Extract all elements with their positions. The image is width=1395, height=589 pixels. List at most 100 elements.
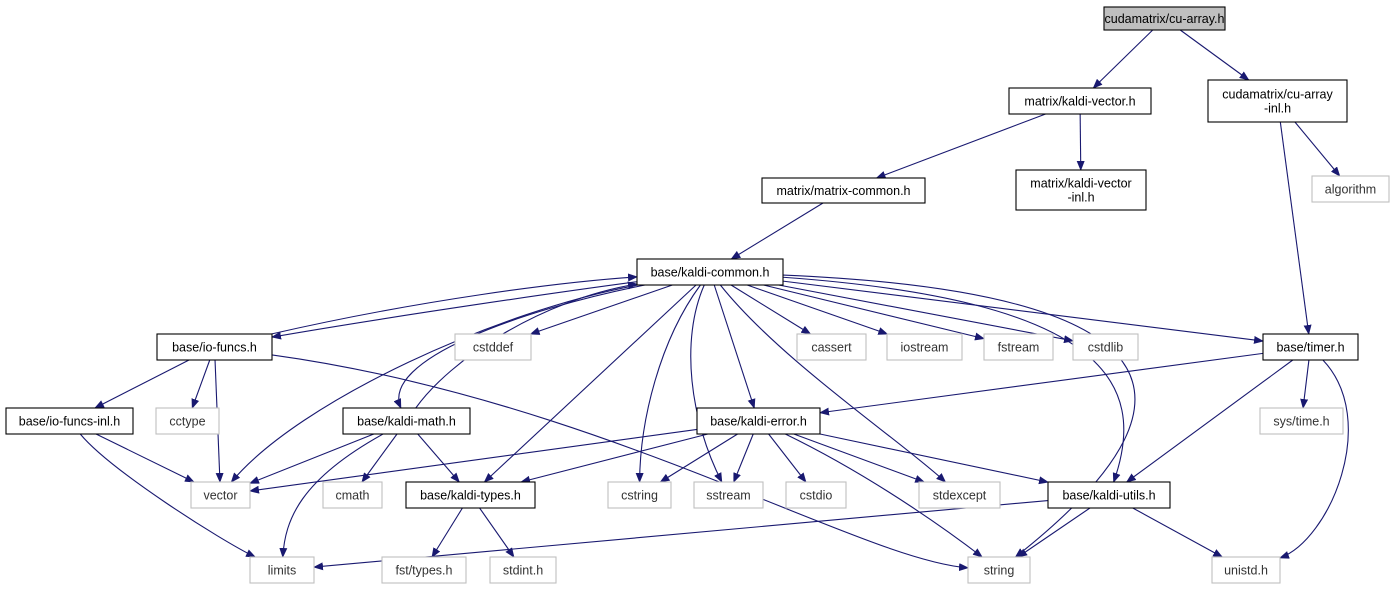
edge-kaldi-error-to-cstring [659, 433, 738, 483]
node-stdexcept: stdexcept [918, 481, 1001, 509]
node-systime: sys/time.h [1259, 407, 1344, 435]
node-label-cstddef: cstddef [473, 341, 514, 355]
node-label-cctype: cctype [169, 415, 205, 429]
node-label-unistd: unistd.h [1224, 564, 1268, 578]
edge-kaldi-math-to-vector [249, 433, 375, 484]
edge-kaldi-common-to-sstream [690, 284, 723, 483]
node-label-string: string [984, 564, 1015, 578]
node-box-kaldi-types[interactable] [405, 481, 536, 509]
node-box-io-funcs[interactable] [156, 333, 273, 361]
edge-kaldi-math-to-limits [279, 433, 384, 558]
node-label-kaldi-types: base/kaldi-types.h [420, 489, 521, 503]
edge-io-funcs-inl-to-vector [95, 433, 195, 483]
node-kaldi-error[interactable]: base/kaldi-error.h [696, 407, 821, 435]
node-matrix-common[interactable]: matrix/matrix-common.h [761, 177, 926, 204]
edge-kaldi-common-to-kaldi-types [483, 284, 697, 483]
edge-kaldi-common-to-kaldi-error [713, 284, 756, 409]
node-io-funcs[interactable]: base/io-funcs.h [156, 333, 273, 361]
edge-timer-to-kaldi-error [819, 352, 1264, 416]
node-box-kaldi-vector[interactable] [1008, 87, 1152, 115]
node-limits: limits [249, 556, 315, 584]
edge-kaldi-error-to-sstream [733, 433, 754, 483]
edge-kaldi-error-to-cstdio [768, 433, 807, 483]
node-box-stdexcept [918, 481, 1001, 509]
edge-kaldi-error-to-kaldi-utils [819, 433, 1049, 485]
edge-kaldi-common-to-string [782, 274, 1136, 558]
node-box-sstream [693, 481, 764, 509]
node-box-fst-types [381, 556, 467, 584]
node-label-io-funcs-inl: base/io-funcs-inl.h [19, 415, 120, 429]
edge-kaldi-common-to-fstream [763, 284, 985, 341]
node-label-cstring: cstring [621, 489, 658, 503]
node-box-kaldi-utils[interactable] [1047, 481, 1171, 509]
node-label-kaldi-common: base/kaldi-common.h [651, 266, 770, 280]
node-kaldi-vector[interactable]: matrix/kaldi-vector.h [1008, 87, 1152, 115]
node-label-stdexcept: stdexcept [933, 489, 987, 503]
node-label-kaldi-vector: matrix/kaldi-vector.h [1024, 95, 1135, 109]
edge-io-funcs-to-io-funcs-inl [94, 359, 190, 409]
node-box-cu-array[interactable] [1103, 6, 1226, 31]
node-box-kaldi-vector-inl[interactable] [1015, 169, 1147, 211]
edge-kaldi-math-to-cmath [361, 433, 398, 483]
node-label-matrix-common: matrix/matrix-common.h [776, 184, 910, 198]
node-cmath: cmath [322, 481, 383, 509]
node-timer[interactable]: base/timer.h [1262, 333, 1359, 361]
node-box-algorithm [1311, 175, 1390, 203]
edge-timer-to-kaldi-utils [1125, 359, 1294, 483]
edge-kaldi-utils-to-string [1017, 507, 1091, 558]
node-label-iostream: iostream [901, 341, 949, 355]
node-box-timer[interactable] [1262, 333, 1359, 361]
node-label-cstdlib: cstdlib [1088, 341, 1123, 355]
node-label-systime: sys/time.h [1273, 415, 1329, 429]
node-kaldi-types[interactable]: base/kaldi-types.h [405, 481, 536, 509]
node-cctype: cctype [155, 407, 220, 435]
node-sstream: sstream [693, 481, 764, 509]
node-cu-array-inl[interactable]: cudamatrix/cu-array-inl.h [1207, 79, 1348, 123]
edge-matrix-common-to-kaldi-common [730, 202, 824, 260]
node-box-fstream [983, 333, 1054, 361]
node-box-matrix-common[interactable] [761, 177, 926, 204]
node-label-limits: limits [268, 564, 296, 578]
node-box-limits [249, 556, 315, 584]
node-kaldi-vector-inl[interactable]: matrix/kaldi-vector-inl.h [1015, 169, 1147, 211]
edge-kaldi-utils-to-limits [313, 499, 1049, 571]
node-label-sstream: sstream [706, 489, 750, 503]
node-box-cstdio [785, 481, 847, 509]
node-box-cstddef [454, 333, 532, 361]
edge-kaldi-vector-to-kaldi-vector-inl [1076, 113, 1085, 171]
edge-kaldi-types-to-fst-types [431, 507, 463, 558]
node-label-kaldi-error: base/kaldi-error.h [710, 415, 807, 429]
node-label-algorithm: algorithm [1325, 183, 1376, 197]
node-io-funcs-inl[interactable]: base/io-funcs-inl.h [5, 407, 134, 435]
node-vector: vector [190, 481, 251, 509]
node-kaldi-common[interactable]: base/kaldi-common.h [636, 258, 784, 286]
node-box-kaldi-math[interactable] [342, 407, 471, 435]
node-label-cstdio: cstdio [800, 489, 833, 503]
node-label-io-funcs: base/io-funcs.h [172, 341, 257, 355]
edge-cu-array-inl-to-algorithm [1294, 121, 1341, 177]
node-kaldi-math[interactable]: base/kaldi-math.h [342, 407, 471, 435]
edge-cu-array-inl-to-timer [1279, 121, 1312, 335]
node-kaldi-utils[interactable]: base/kaldi-utils.h [1047, 481, 1171, 509]
edge-kaldi-common-to-vector [230, 284, 639, 483]
node-box-io-funcs-inl[interactable] [5, 407, 134, 435]
edge-io-funcs-to-string [271, 354, 969, 572]
node-label-stdint: stdint.h [503, 564, 543, 578]
node-box-kaldi-common[interactable] [636, 258, 784, 286]
node-box-cassert [796, 333, 867, 361]
node-cu-array[interactable]: cudamatrix/cu-array.h [1103, 6, 1226, 31]
node-box-vector [190, 481, 251, 509]
node-label-fstream: fstream [998, 341, 1040, 355]
node-box-systime [1259, 407, 1344, 435]
edge-kaldi-utils-to-unistd [1132, 507, 1224, 558]
node-box-kaldi-error[interactable] [696, 407, 821, 435]
node-label-timer: base/timer.h [1276, 341, 1344, 355]
node-label-vector: vector [203, 489, 237, 503]
edge-cu-array-to-kaldi-vector [1092, 29, 1154, 89]
edge-kaldi-common-to-cassert [730, 284, 812, 335]
node-box-cu-array-inl[interactable] [1207, 79, 1348, 123]
node-label-kaldi-vector-inl-line-1: -inl.h [1067, 191, 1094, 205]
edge-kaldi-types-to-stdint [479, 507, 515, 558]
node-box-cmath [322, 481, 383, 509]
